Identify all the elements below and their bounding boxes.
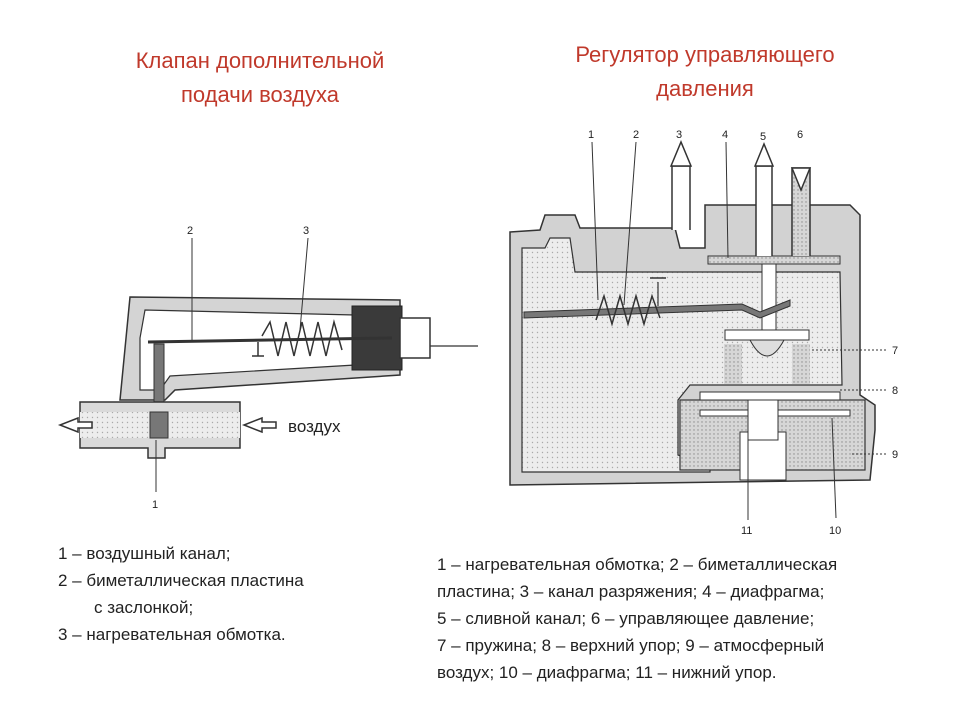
right-callout-1: 1 — [588, 129, 594, 141]
spring-plate — [724, 329, 810, 341]
left-title-line1: Клапан дополнительной — [135, 48, 385, 73]
right-callout-4: 4 — [722, 129, 728, 141]
right-legend-line4: 7 – пружина; 8 – верхний упор; 9 – атмос… — [437, 636, 825, 655]
left-legend: 1 – воздушный канал; 2 – биметаллическая… — [58, 540, 398, 648]
left-callout-1: 1 — [152, 499, 158, 511]
right-callout-6: 6 — [797, 129, 803, 141]
right-callout-9: 9 — [892, 449, 898, 461]
left-legend-line1: 1 – воздушный канал; — [58, 544, 231, 563]
right-callout-7: 7 — [892, 345, 898, 357]
air-out-arrow — [57, 416, 93, 434]
right-callout-10: 10 — [829, 525, 841, 537]
air-in-arrow — [241, 416, 277, 434]
air-label: воздух — [288, 417, 341, 436]
left-title-line2: подачи воздуха — [181, 82, 339, 107]
right-legend: 1 – нагревательная обмотка; 2 – биметалл… — [437, 551, 957, 686]
right-callout-11: 11 — [741, 525, 752, 537]
upper-stop-8 — [699, 391, 841, 401]
drain-port-5 — [755, 165, 773, 256]
air-valve-diagram: воздух 2 3 1 — [57, 225, 478, 511]
right-title-line1: Регулятор управляющего — [575, 42, 835, 67]
right-callout-8: 8 — [892, 385, 898, 397]
right-callout-5: 5 — [760, 131, 766, 143]
spring-7-left — [724, 344, 742, 384]
right-legend-line1: 1 – нагревательная обмотка; 2 – биметалл… — [437, 555, 838, 574]
right-diagram-title: Регулятор управляющего давления — [505, 38, 905, 106]
left-callout-3: 3 — [303, 225, 309, 237]
left-diagram-title: Клапан дополнительной подачи воздуха — [60, 44, 460, 112]
left-legend-line3: с заслонкой; — [94, 598, 194, 617]
left-legend-line2: 2 – биметаллическая пластина — [58, 571, 304, 590]
vacuum-port-3 — [671, 165, 691, 230]
pressure-regulator-diagram: 1 2 3 4 5 6 7 8 9 11 10 — [509, 129, 898, 537]
right-legend-line3: 5 – сливной канал; 6 – управляющее давле… — [437, 609, 815, 628]
right-callout-3: 3 — [676, 129, 682, 141]
right-callout-2: 2 — [633, 129, 639, 141]
spring-7-right — [792, 344, 810, 384]
right-legend-line2: пластина; 3 – канал разряжения; 4 – диаф… — [437, 582, 825, 601]
lower-stop-11 — [747, 399, 779, 441]
right-legend-line5: воздух; 10 – диафрагма; 11 – нижний упор… — [437, 663, 777, 682]
left-callout-2: 2 — [187, 225, 193, 237]
bimetal-plate — [147, 336, 393, 344]
valve-chamber — [139, 309, 356, 391]
heater-coil — [261, 319, 343, 357]
end-cap — [399, 317, 431, 359]
left-legend-line4: 3 – нагревательная обмотка. — [58, 625, 286, 644]
right-title-line2: давления — [656, 76, 754, 101]
valve-stem — [761, 263, 777, 335]
heater-coil-1 — [595, 293, 661, 327]
